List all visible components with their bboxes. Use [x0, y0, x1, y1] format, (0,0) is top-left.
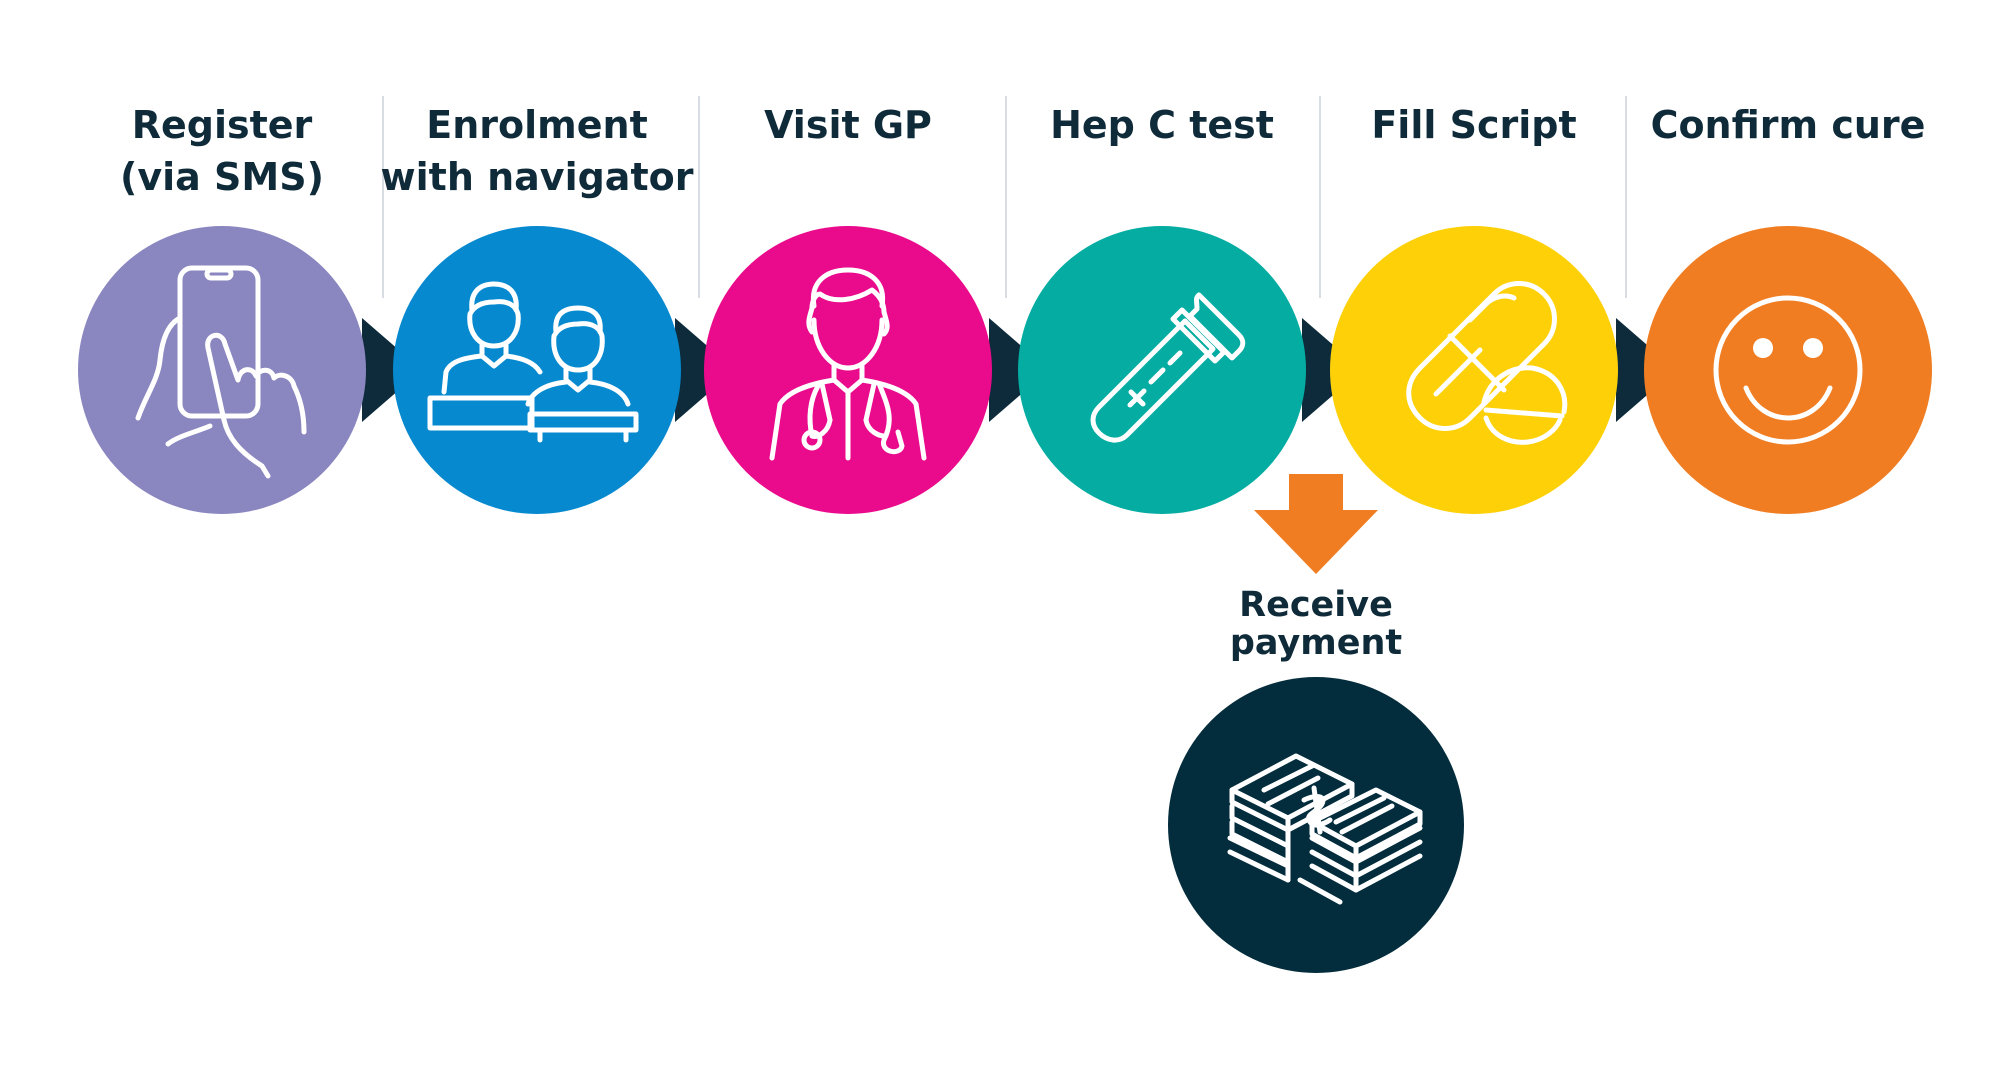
step-circle-register [78, 226, 366, 514]
smiley-icon [1713, 295, 1863, 445]
payment-title: Receive [1239, 585, 1393, 625]
chevron-arrow-1 [362, 318, 422, 422]
smiley-left-eye [1753, 338, 1773, 358]
money-stack-icon [1227, 753, 1423, 905]
step-title-enrolment: Enrolment [426, 103, 647, 147]
step-subtitle-register: (via SMS) [120, 155, 324, 199]
hand-phone-icon [135, 265, 307, 479]
test-tube-icon [1090, 292, 1246, 443]
people-desk-icon [427, 281, 639, 443]
step-circle-fill-script [1330, 226, 1618, 514]
step-title-confirm-cure: Confirm cure [1651, 103, 1926, 147]
step-titles: Register (via SMS) Enrolment with naviga… [120, 103, 1925, 199]
payment-subtitle: payment [1230, 623, 1402, 663]
doctor-icon [769, 267, 927, 461]
step-title-visit-gp: Visit GP [764, 103, 932, 147]
payment-arrow [1254, 474, 1378, 574]
step-title-fill-script: Fill Script [1371, 103, 1576, 147]
step-title-register: Register [132, 103, 313, 147]
pills-icon [1406, 281, 1568, 445]
step-title-hep-c-test: Hep C test [1050, 103, 1274, 147]
dividers [382, 96, 1627, 298]
step-circle-confirm-cure [1644, 226, 1932, 514]
smiley-right-eye [1803, 338, 1823, 358]
step-subtitle-enrolment: with navigator [381, 155, 694, 199]
